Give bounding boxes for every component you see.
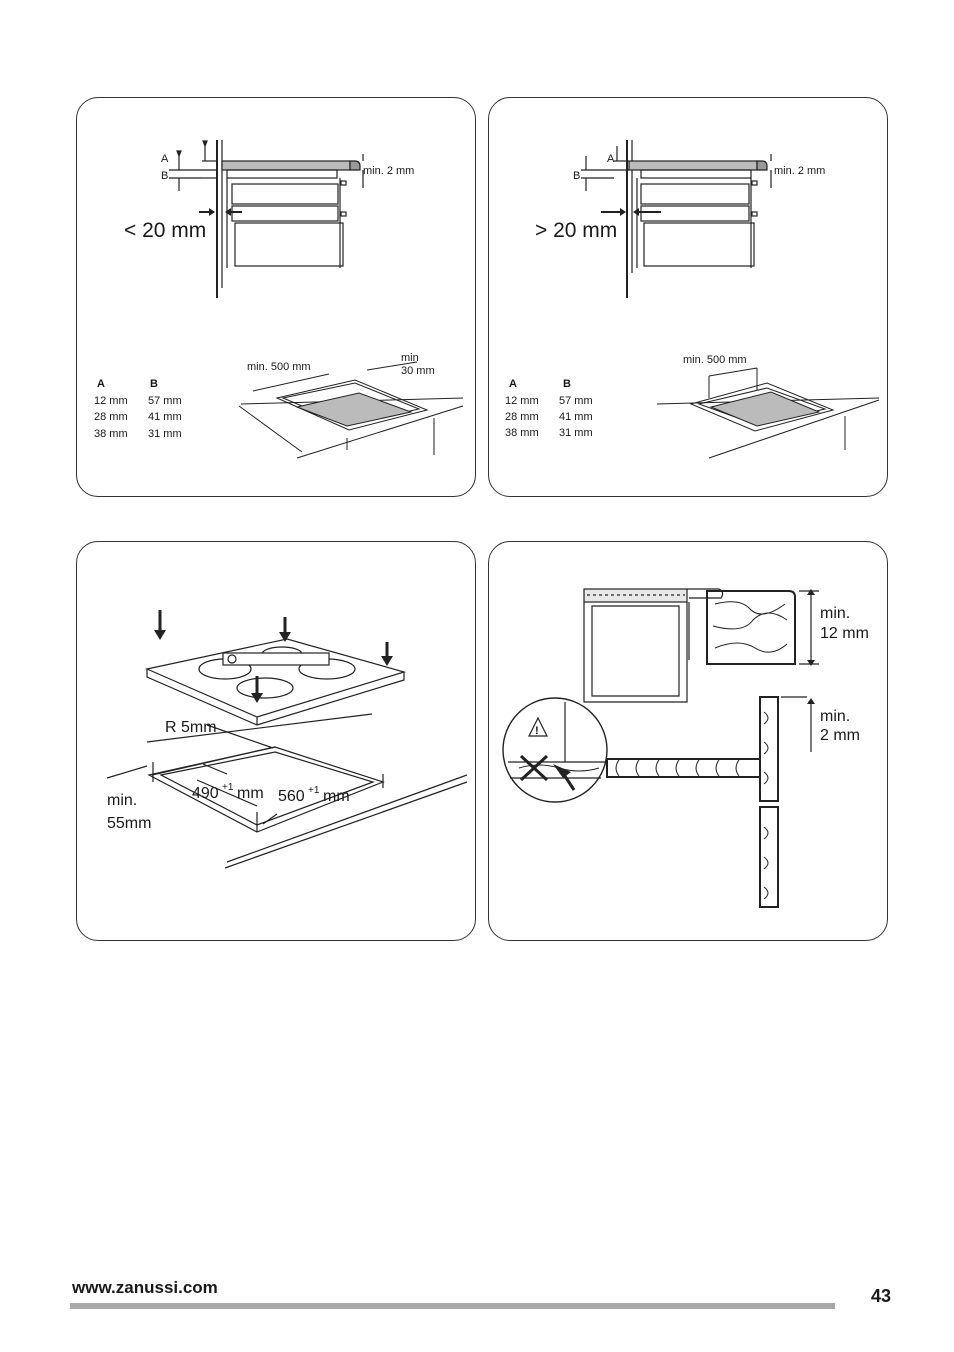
table-header-b: B: [150, 378, 158, 390]
table-cell: 28 mm: [505, 411, 539, 423]
dimension-table: A B 12 mm 57 mm 28 mm 41 mm 38 mm 31 mm: [94, 378, 182, 440]
label-b: B: [573, 170, 580, 182]
table-cell: 28 mm: [94, 411, 128, 423]
dimension-table: A B 12 mm 57 mm 28 mm 41 mm 38 mm 31 mm: [505, 378, 593, 439]
min-front-value: 30 mm: [401, 365, 435, 377]
table-cell: 57 mm: [148, 395, 182, 407]
min-gap-label: min. 2 mm: [774, 165, 825, 177]
table-cell: 38 mm: [505, 427, 539, 439]
diagram-panel-cutout: R 5mm 490 +1 mm 560 +1 mm min. 55mm: [76, 541, 476, 941]
width-tolerance: +1: [308, 785, 320, 796]
min-2-value: 2 mm: [820, 727, 860, 744]
wall-distance-label: > 20 mm: [535, 219, 617, 242]
min-12-value: 12 mm: [820, 625, 869, 642]
wall-distance-label: < 20 mm: [124, 219, 206, 242]
table-cell: 12 mm: [505, 395, 539, 407]
footer-url: www.zanussi.com: [72, 1278, 218, 1297]
radius-label: R 5mm: [165, 719, 217, 736]
installation-diagram: A B min. 2 mm > 20 mm min. 500 mm A B 12…: [505, 140, 880, 459]
table-cell: 38 mm: [94, 428, 128, 440]
diagram-panel-wall-over-20mm: A B min. 2 mm > 20 mm min. 500 mm A B 12…: [488, 97, 888, 497]
installation-diagram: A B min. 2 mm < 20 mm min. 500 mm min 30…: [94, 140, 464, 459]
label-a: A: [161, 153, 169, 165]
width-unit: mm: [323, 788, 350, 805]
min-gap-label: min. 2 mm: [363, 165, 414, 177]
min-2-label: min.: [820, 708, 850, 725]
label-a: A: [607, 153, 615, 165]
min-front-label: min: [401, 352, 419, 364]
label-b: B: [161, 170, 168, 182]
table-cell: 31 mm: [148, 428, 182, 440]
min-width-label: min. 500 mm: [683, 354, 747, 366]
width-value: 560: [278, 788, 305, 805]
cutout-diagram: R 5mm 490 +1 mm 560 +1 mm min. 55mm: [106, 610, 468, 869]
footer-divider: [70, 1303, 835, 1309]
depth-value: 490: [192, 785, 219, 802]
min-12-label: min.: [820, 605, 850, 622]
min-value: 55mm: [107, 815, 151, 832]
worktop-diagram: ! min. 12 mm min. 2 mm: [502, 588, 869, 908]
page-number: 43: [871, 1286, 892, 1306]
diagram-panel-worktop-edge: ! min. 12 mm min. 2 mm: [488, 541, 888, 941]
table-header-a: A: [509, 378, 517, 390]
diagram-panel-wall-under-20mm: A B min. 2 mm < 20 mm min. 500 mm min 30…: [76, 97, 476, 497]
table-cell: 41 mm: [559, 411, 593, 423]
min-width-label: min. 500 mm: [247, 361, 311, 373]
table-cell: 31 mm: [559, 427, 593, 439]
table-cell: 41 mm: [148, 411, 182, 423]
table-cell: 57 mm: [559, 395, 593, 407]
min-label: min.: [107, 792, 137, 809]
table-header-b: B: [563, 378, 571, 390]
depth-tolerance: +1: [222, 782, 234, 793]
depth-unit: mm: [237, 785, 264, 802]
warning-icon: !: [535, 725, 539, 737]
table-header-a: A: [97, 378, 105, 390]
table-cell: 12 mm: [94, 395, 128, 407]
